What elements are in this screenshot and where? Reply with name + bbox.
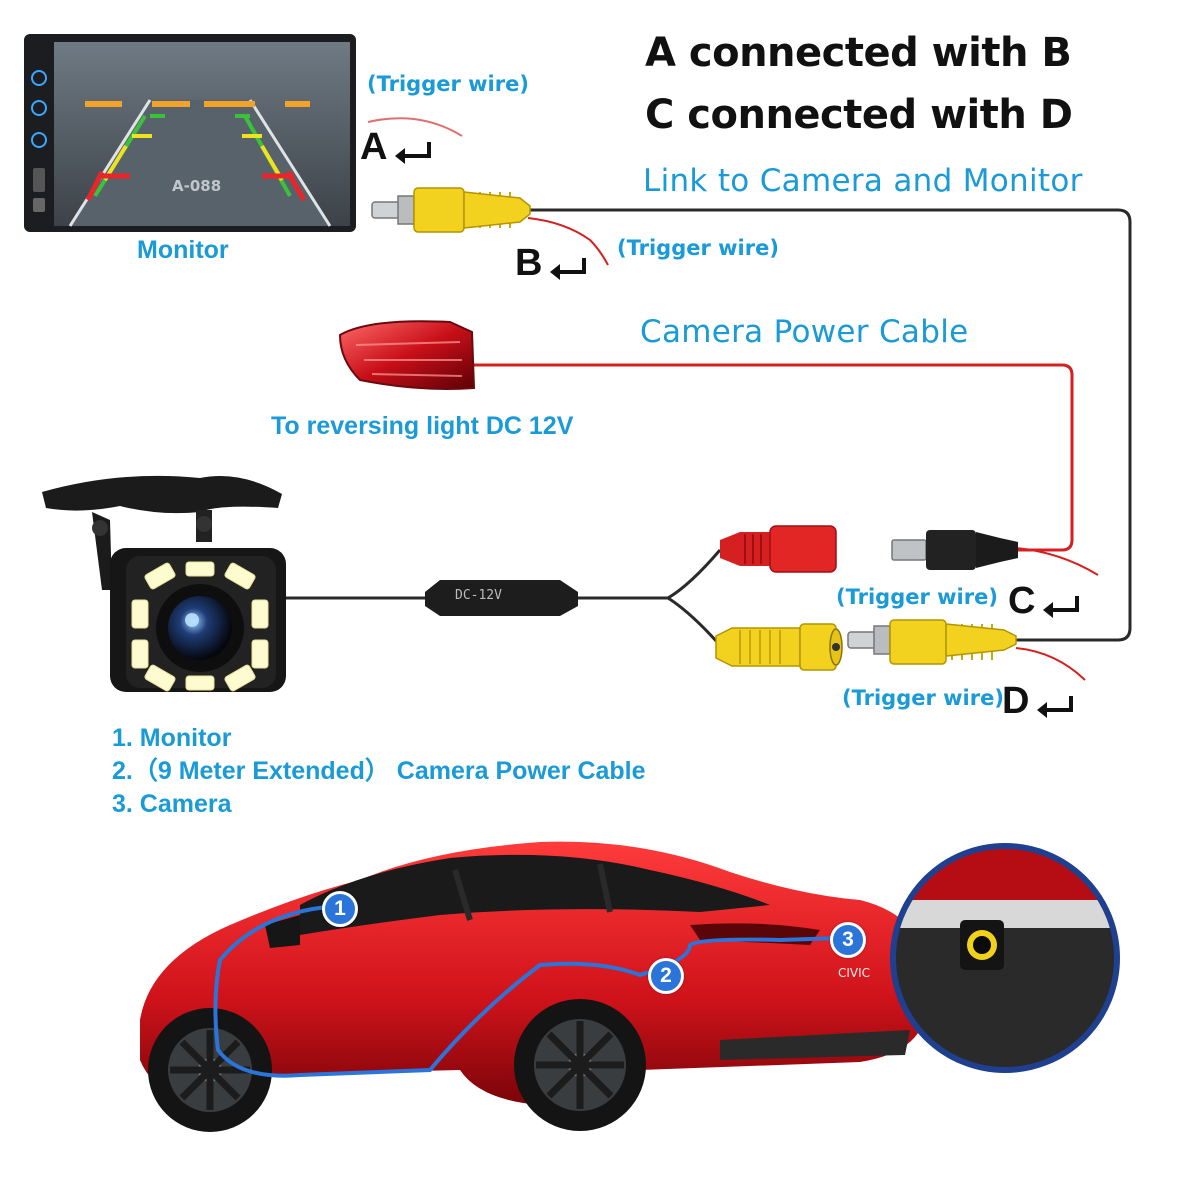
connector-d: D: [1002, 682, 1077, 724]
rca-plug-b: [371, 187, 531, 233]
connector-b-letter: B: [515, 242, 543, 284]
heading-a-b: A connected with B: [645, 30, 1072, 76]
parts-list: 1. Monitor 2.（9 Meter Extended） Camera P…: [112, 722, 646, 821]
dc-socket-camera: [720, 525, 837, 573]
heading-c-d: C connected with D: [645, 92, 1073, 138]
monitor-label: Monitor: [137, 236, 229, 264]
callout-2: 2: [648, 958, 684, 994]
monitor-illustration: [24, 34, 356, 232]
connector-c: C: [1008, 582, 1083, 624]
camera-illustration: [42, 475, 286, 692]
car-badge: CIVIC: [838, 966, 870, 980]
callout-3: 3: [830, 922, 866, 958]
dc-plug-c: [891, 530, 1018, 570]
connector-a: A: [360, 128, 435, 170]
connector-b: B: [515, 244, 590, 286]
reversing-light-label: To reversing light DC 12V: [271, 412, 574, 440]
rear-wheel: [514, 999, 646, 1131]
power-cable-label: Camera Power Cable: [640, 314, 969, 350]
screen-plate: A-088: [172, 177, 222, 195]
arrow-left-icon: [1036, 695, 1073, 718]
arrow-left-icon: [394, 141, 431, 164]
rear-camera-zoom-inset: [890, 843, 1120, 1073]
dc-12v-module: [425, 580, 578, 616]
arrow-left-icon: [1042, 595, 1079, 618]
cables: [285, 117, 1132, 681]
trigger-label-b: (Trigger wire): [617, 236, 779, 260]
front-wheel: [148, 1008, 272, 1132]
rca-socket-camera: [715, 623, 843, 671]
trigger-label-d: (Trigger wire): [842, 686, 1004, 710]
link-label: Link to Camera and Monitor: [643, 163, 1083, 199]
module-label: DC-12V: [455, 588, 502, 603]
trigger-label-c: (Trigger wire): [836, 585, 998, 609]
parts-list-item: 2.（9 Meter Extended） Camera Power Cable: [112, 757, 646, 785]
callout-1: 1: [322, 891, 358, 927]
connector-d-letter: D: [1002, 680, 1030, 722]
car-illustration: CIVIC: [140, 841, 924, 1132]
trigger-label-a: (Trigger wire): [367, 72, 529, 96]
parts-list-item: 1. Monitor: [112, 724, 232, 752]
connector-c-letter: C: [1008, 580, 1036, 622]
reversing-light-illustration: [338, 320, 476, 390]
rca-plug-d: [847, 619, 1017, 665]
arrow-left-icon: [549, 257, 586, 280]
parts-list-item: 3. Camera: [112, 790, 232, 818]
connector-a-letter: A: [360, 126, 388, 168]
